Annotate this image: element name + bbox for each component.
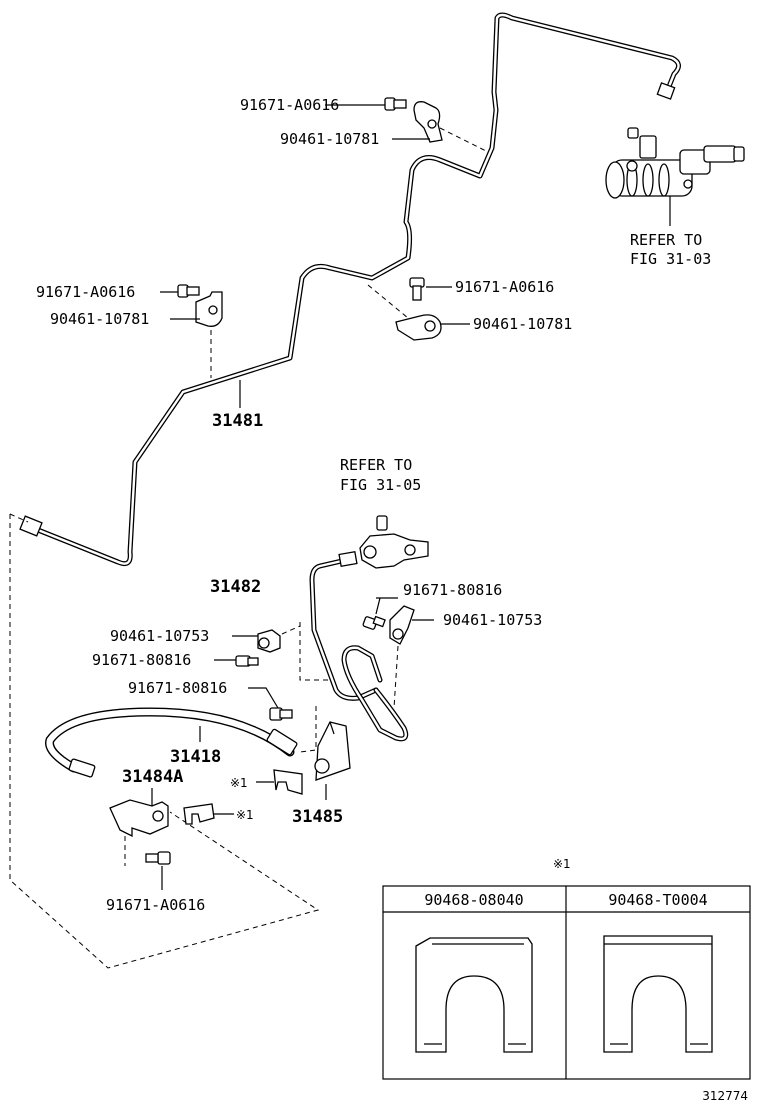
clamp-mid[interactable] xyxy=(395,314,442,341)
tube-31481[interactable] xyxy=(19,12,681,567)
label-bottom-bolt: 91671-A0616 xyxy=(106,896,205,914)
tube-31482[interactable] xyxy=(309,550,409,742)
clutch-master-cylinder[interactable] xyxy=(605,127,745,226)
label-left-clamp: 90461-10781 xyxy=(50,310,149,328)
clamp-top[interactable] xyxy=(413,101,443,143)
label-right-clamp-10753: 90461-10753 xyxy=(443,611,542,629)
label-top-clamp: 90461-10781 xyxy=(280,130,379,148)
label-refer-31-05-line2: FIG 31-05 xyxy=(340,476,421,494)
clip-08040-drawing xyxy=(415,937,533,1053)
label-hose-31418: 31418 xyxy=(170,747,221,767)
bolt-top[interactable] xyxy=(384,97,407,111)
bolt-left[interactable] xyxy=(177,284,200,298)
bolt-right-80816[interactable] xyxy=(362,615,386,630)
bolt-bottom[interactable] xyxy=(145,851,171,865)
label-clip-mark-a: ※1 xyxy=(230,776,248,790)
bolt-mid[interactable] xyxy=(409,277,425,301)
label-tube-31482: 31482 xyxy=(210,577,261,597)
label-table-mark: ※1 xyxy=(553,857,571,871)
clip-lower[interactable] xyxy=(183,803,215,825)
clip-table: ※1 90468-08040 90468-T0004 xyxy=(382,857,751,1080)
bolt-left-80816[interactable] xyxy=(235,655,259,667)
label-bracket-31485: 31485 xyxy=(292,807,343,827)
diagram-id: 312774 xyxy=(702,1089,748,1103)
label-tube-31481: 31481 xyxy=(212,411,263,431)
bracket-31485[interactable] xyxy=(314,721,351,781)
clamp-left[interactable] xyxy=(195,291,223,327)
label-left-bolt-80816: 91671-80816 xyxy=(92,651,191,669)
clamp-right-10753[interactable] xyxy=(389,605,415,645)
junction-block[interactable] xyxy=(359,515,429,569)
label-left-clamp-10753: 90461-10753 xyxy=(110,627,209,645)
label-mid-clamp: 90461-10781 xyxy=(473,315,572,333)
label-refer-31-03-line2: FIG 31-03 xyxy=(630,250,711,268)
bracket-31484a[interactable] xyxy=(109,799,169,838)
clip-upper[interactable] xyxy=(273,769,303,795)
label-mid-bolt: 91671-A0616 xyxy=(455,278,554,296)
label-hose-bolt-80816: 91671-80816 xyxy=(128,679,227,697)
label-clip-mark-b: ※1 xyxy=(236,808,254,822)
label-left-bolt: 91671-A0616 xyxy=(36,283,135,301)
table-header-col-2: 90468-T0004 xyxy=(608,891,707,909)
label-refer-31-05-line1: REFER TO xyxy=(340,456,412,474)
label-right-bolt-80816: 91671-80816 xyxy=(403,581,502,599)
table-header-col-1: 90468-08040 xyxy=(424,891,523,909)
clip-t0004-drawing xyxy=(603,935,713,1053)
label-bracket-31484a: 31484A xyxy=(122,767,183,787)
label-top-bolt: 91671-A0616 xyxy=(240,96,339,114)
label-refer-31-03-line1: REFER TO xyxy=(630,231,702,249)
bolt-hose-80816[interactable] xyxy=(269,707,293,721)
clamp-left-10753[interactable] xyxy=(257,629,281,653)
hose-31418[interactable] xyxy=(45,707,298,778)
